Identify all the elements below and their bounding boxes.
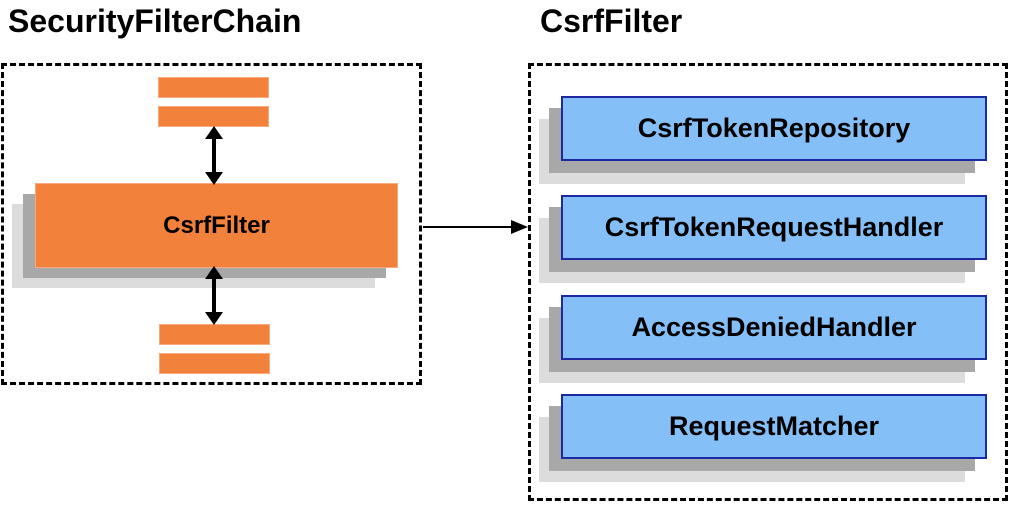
filter-stub-bar [158, 106, 269, 127]
filter-stub-bar [159, 324, 270, 345]
bidirectional-arrow-icon [205, 126, 223, 185]
component-label: CsrfTokenRequestHandler [604, 212, 944, 242]
csrf-filter-panel [528, 63, 1008, 501]
flow-arrow-icon [423, 220, 528, 234]
component-label: RequestMatcher [668, 411, 880, 441]
bidirectional-arrow-icon [205, 266, 223, 325]
security-filter-chain-title: SecurityFilterChain [8, 3, 302, 39]
component-box-csrf-token-request-handler: CsrfTokenRequestHandler [561, 195, 987, 260]
csrf-filter-box-label: CsrfFilter [163, 211, 270, 239]
component-label: AccessDeniedHandler [631, 312, 917, 342]
component-box-request-matcher: RequestMatcher [561, 394, 987, 459]
component-box-access-denied-handler: AccessDeniedHandler [561, 295, 987, 360]
filter-stub-bar [158, 77, 269, 98]
component-label: CsrfTokenRepository [637, 113, 911, 143]
csrf-filter-box: CsrfFilter [35, 183, 398, 268]
security-filter-chain-panel [1, 63, 422, 385]
csrf-filter-title: CsrfFilter [540, 3, 683, 39]
filter-stub-bar [159, 353, 270, 374]
component-box-csrf-token-repository: CsrfTokenRepository [561, 96, 987, 161]
